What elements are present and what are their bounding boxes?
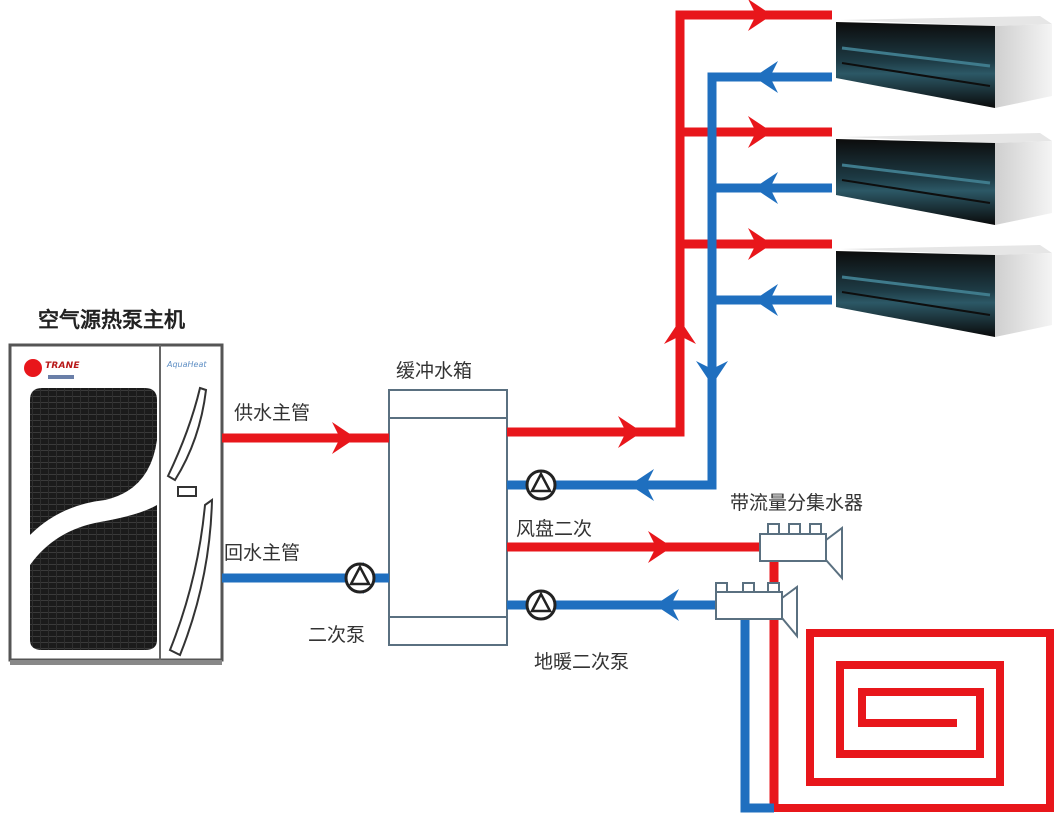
fan-coil-2-supply-arrow	[748, 116, 772, 148]
floor-heating-return-arrow	[655, 589, 679, 621]
side-vent-upper	[166, 386, 208, 482]
fan-coil-1-supply-arrow	[748, 0, 772, 31]
return-main-label: 回水主管	[224, 542, 301, 564]
manifold-label: 带流量分集水器	[730, 492, 864, 514]
supply-manifold	[759, 523, 843, 581]
fan-coil-return-pipe	[507, 72, 832, 490]
floor-heating-coil	[774, 629, 1054, 812]
fan-coil-2-return-arrow	[754, 172, 778, 204]
floor-heating-pump-label: 地暖二次泵	[534, 651, 630, 673]
heat-pump-brand: TRANE	[45, 361, 80, 371]
side-handle	[177, 486, 197, 497]
lower-fan-grille	[30, 505, 157, 650]
heat-pump-unit	[8, 343, 224, 665]
side-vent-lower	[168, 498, 214, 657]
heat-pump-label: 空气源热泵主机	[38, 308, 185, 332]
floor-heating-supply-pipe	[507, 542, 779, 808]
floor-heating-supply-arrow	[648, 531, 672, 563]
fan-coil-3-supply-arrow	[748, 228, 772, 260]
heat-pump-model: AquaHeat	[167, 360, 207, 369]
fan-coil-3	[836, 245, 1052, 337]
fan-coil-supply-arrow	[618, 416, 642, 448]
buffer-tank-label: 缓冲水箱	[396, 360, 473, 382]
floor-heating-return-pipe	[507, 600, 774, 813]
floor-heating-pump-icon	[525, 589, 557, 621]
fan-coil-1	[836, 16, 1052, 108]
upper-fan-grille	[30, 388, 157, 535]
riser-return-arrow	[696, 361, 728, 385]
fan-coil-2	[836, 133, 1052, 225]
supply-main-label: 供水主管	[234, 402, 311, 424]
riser-supply-arrow	[664, 320, 696, 344]
secondary-pump-label: 二次泵	[308, 624, 366, 646]
supply-flow-arrow	[332, 422, 356, 454]
fan-coil-secondary-pump-icon	[525, 469, 557, 501]
fan-coil-units	[836, 16, 1052, 337]
trane-logo-icon	[24, 359, 42, 377]
return-manifold	[715, 582, 798, 639]
fan-coil-3-return-arrow	[754, 284, 778, 316]
fan-coil-secondary-label: 风盘二次	[516, 518, 593, 540]
buffer-tank	[388, 389, 508, 646]
fan-coil-return-arrow	[630, 469, 654, 501]
fan-coil-1-return-arrow	[754, 61, 778, 93]
secondary-pump-icon	[344, 562, 376, 594]
pumps	[344, 469, 557, 621]
